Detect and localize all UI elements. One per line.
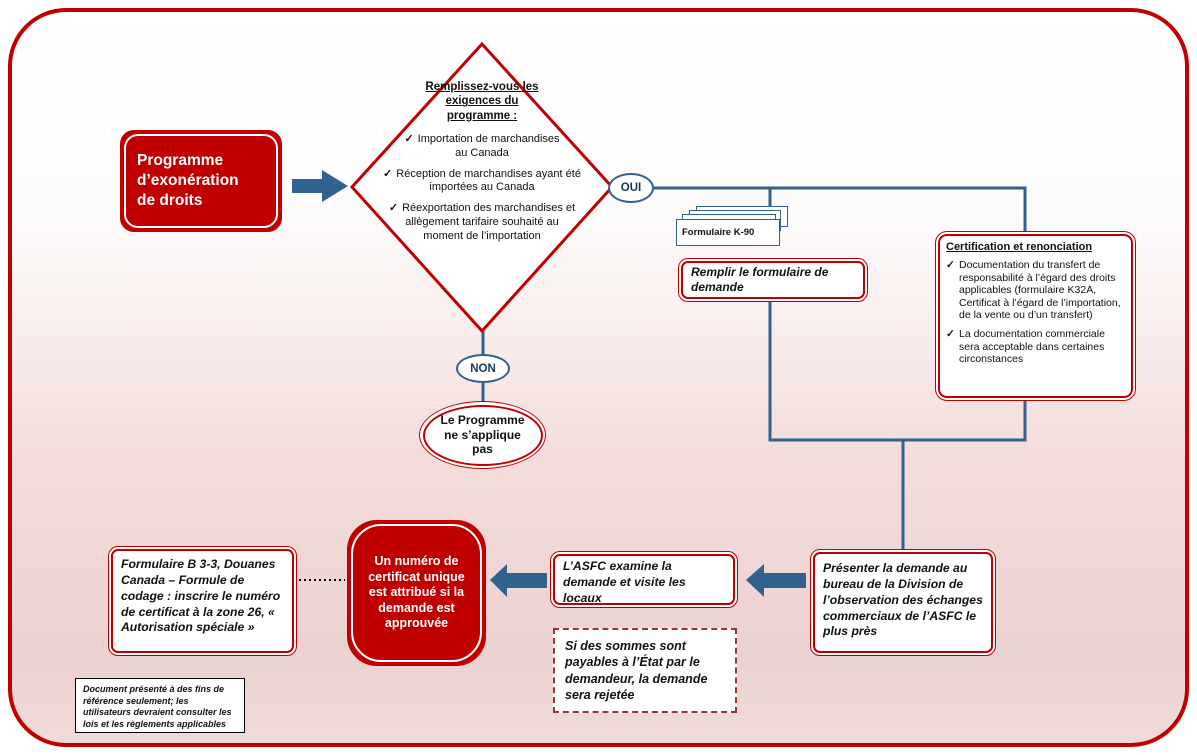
line-fillform-to-junction (768, 302, 1027, 442)
k90-label: Formulaire K-90 (682, 227, 755, 238)
arrow-start-to-decision (292, 170, 348, 202)
certification-checklist-item: ✓ La documentation commerciale sera acce… (946, 328, 1127, 366)
no-ellipse: NON (456, 354, 510, 383)
yes-ellipse: OUI (608, 173, 654, 203)
certification-node: Certification et renonciation ✓ Document… (935, 231, 1136, 401)
check-icon: ✓ (946, 259, 955, 271)
decision-diamond-shape (349, 41, 615, 334)
present-request-node: Présenter la demande au bureau de la Div… (810, 549, 996, 656)
yes-label: OUI (620, 182, 642, 194)
decision-checklist-item: ✓Importation de marchandises au Canada (402, 133, 562, 161)
fill-form-label: Remplir le formulaire de demande (691, 265, 829, 294)
line-oui-to-certification (652, 186, 1027, 232)
decision-item-text: Réception de marchandises ayant été impo… (396, 167, 581, 194)
decision-title: Remplissez-vous les exigences du program… (424, 80, 540, 123)
disclaimer-note: Document présenté à des fins de référenc… (75, 678, 245, 733)
decision-checklist-item: ✓Réexportation des marchandises et allèg… (387, 202, 577, 243)
certification-item-text: Documentation du transfert de responsabi… (959, 259, 1121, 322)
check-icon: ✓ (383, 167, 393, 180)
decision-item-text: Réexportation des marchandises et allège… (402, 202, 576, 242)
rejection-note-label: Si des sommes sont payables à l’État par… (565, 639, 708, 702)
check-icon: ✓ (946, 327, 955, 340)
check-icon: ✓ (404, 133, 414, 146)
decision-item-text: Importation de marchandises au Canada (417, 133, 560, 159)
not-applicable-ellipse: Le Programme ne s’applique pas (419, 401, 546, 469)
check-icon: ✓ (388, 202, 399, 215)
decision-node: Remplissez-vous les exigences du program… (372, 80, 592, 250)
certification-checklist-item: ✓ Documentation du transfert de responsa… (946, 259, 1127, 322)
not-applicable-label: Le Programme ne s’applique pas (440, 413, 525, 457)
b33-form-node: Formulaire B 3-3, Douanes Canada – Formu… (108, 546, 297, 656)
arrow-present-to-examine (746, 564, 806, 597)
b33-form-label: Formulaire B 3-3, Douanes Canada – Formu… (121, 557, 281, 635)
present-request-label: Présenter la demande au bureau de la Div… (823, 561, 983, 639)
rejection-note-node: Si des sommes sont payables à l’État par… (553, 628, 737, 713)
examine-node: L’ASFC examine la demande et visite les … (550, 551, 738, 608)
fill-form-node: Remplir le formulaire de demande (678, 258, 868, 302)
start-label: Programme d’exonération de droits (137, 151, 239, 210)
decision-title-text: Remplissez-vous les exigences du program… (425, 81, 539, 122)
document-page-icon: Formulaire K-90 (676, 219, 780, 246)
certificate-issued-node: Un numéro de certificat unique est attri… (347, 520, 486, 666)
k90-document-stack: Formulaire K-90 (676, 206, 798, 252)
examine-label: L’ASFC examine la demande et visite les … (563, 559, 686, 605)
start-node-programme: Programme d’exonération de droits (120, 130, 282, 232)
no-label: NON (470, 362, 496, 375)
connector-lines (481, 186, 1027, 551)
certificate-issued-label: Un numéro de certificat unique est attri… (368, 553, 465, 631)
disclaimer-label: Document présenté à des fins de référenc… (83, 684, 232, 730)
decision-checklist-item: ✓Réception de marchandises ayant été imp… (374, 168, 590, 196)
arrow-examine-to-certificate (490, 564, 547, 597)
certification-item-text: La documentation commerciale sera accept… (959, 327, 1105, 366)
certification-title: Certification et renonciation (946, 241, 1093, 253)
